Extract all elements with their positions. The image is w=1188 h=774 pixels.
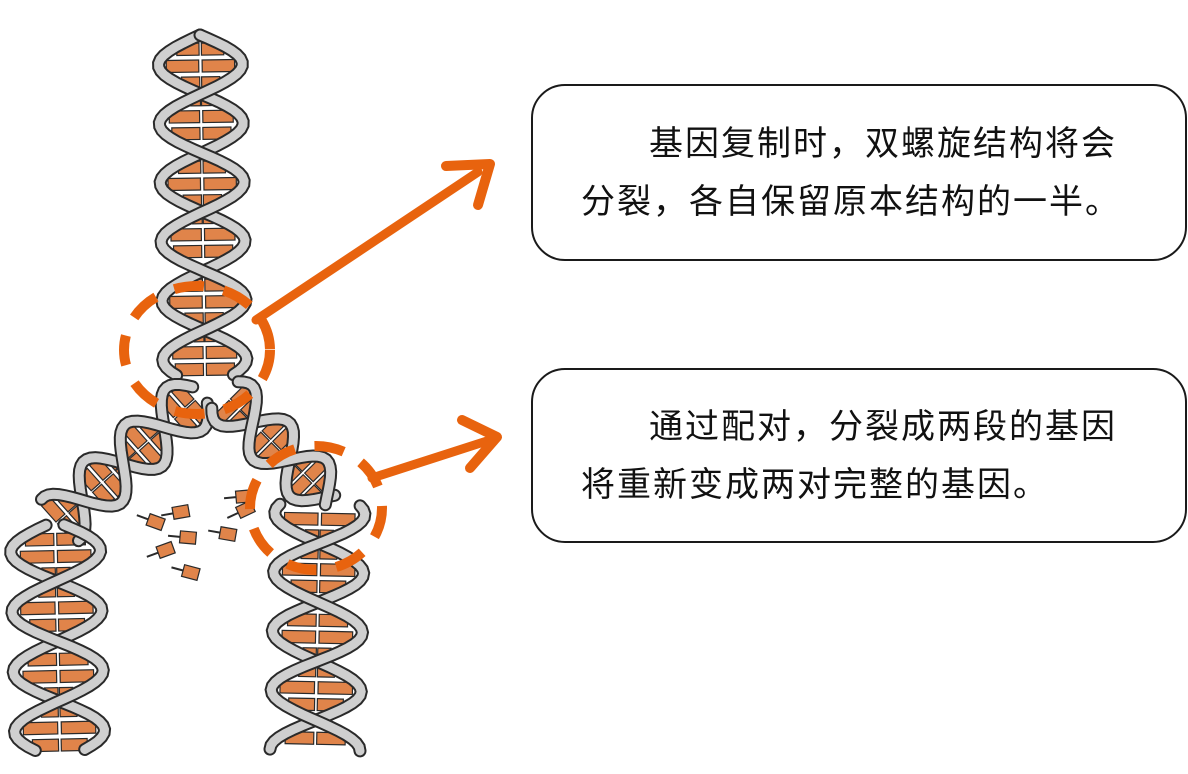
left-daughter-lower-strand: [7, 520, 108, 755]
callout-pairing: 通过配对，分裂成两段的基因将重新变成两对完整的基因。: [531, 368, 1187, 543]
base-pair: [279, 680, 354, 696]
base-pair: [19, 549, 92, 564]
base-pair: [281, 629, 354, 645]
base-pair: [165, 58, 236, 74]
highlight-circle-pairing: [245, 441, 387, 575]
left-daughter-upper-strand: [37, 398, 213, 511]
parent-helix-strand: [154, 30, 251, 380]
base-pair: [167, 176, 238, 192]
highlight-circle-split: [119, 281, 275, 419]
base-pair: [169, 294, 239, 310]
free-nucleotide: [161, 503, 191, 520]
right-daughter-lower-strand: [266, 501, 370, 756]
arrow-right-up-icon: [251, 159, 495, 325]
base-pair: [174, 362, 236, 377]
base-pair: [22, 720, 97, 736]
free-nucleotides: [136, 489, 257, 582]
right-daughter-upper-strand: [207, 403, 340, 506]
free-nucleotide: [136, 512, 166, 532]
free-nucleotide: [167, 530, 198, 545]
free-nucleotide: [171, 563, 201, 582]
free-nucleotide: [146, 540, 176, 560]
dna-strands: [4, 28, 372, 758]
base-pair: [168, 109, 234, 124]
base-pair: [170, 227, 236, 242]
callout-replication-split: 基因复制时，双螺旋结构将会分裂，各自保留原本结构的一半。: [531, 84, 1187, 261]
free-nucleotide: [208, 526, 238, 543]
callout-text: 基因复制时，双螺旋结构将会分裂，各自保留原本结构的一半。: [581, 123, 1121, 222]
base-pair: [22, 669, 95, 684]
arrow-right-icon: [367, 415, 502, 483]
right-daughter-upper-strand: [233, 377, 336, 510]
left-daughter-lower-strand: [6, 520, 110, 754]
base-pair: [19, 600, 94, 616]
callout-text: 通过配对，分裂成两段的基因将重新变成两对完整的基因。: [581, 406, 1117, 505]
base-pair: [283, 511, 356, 527]
